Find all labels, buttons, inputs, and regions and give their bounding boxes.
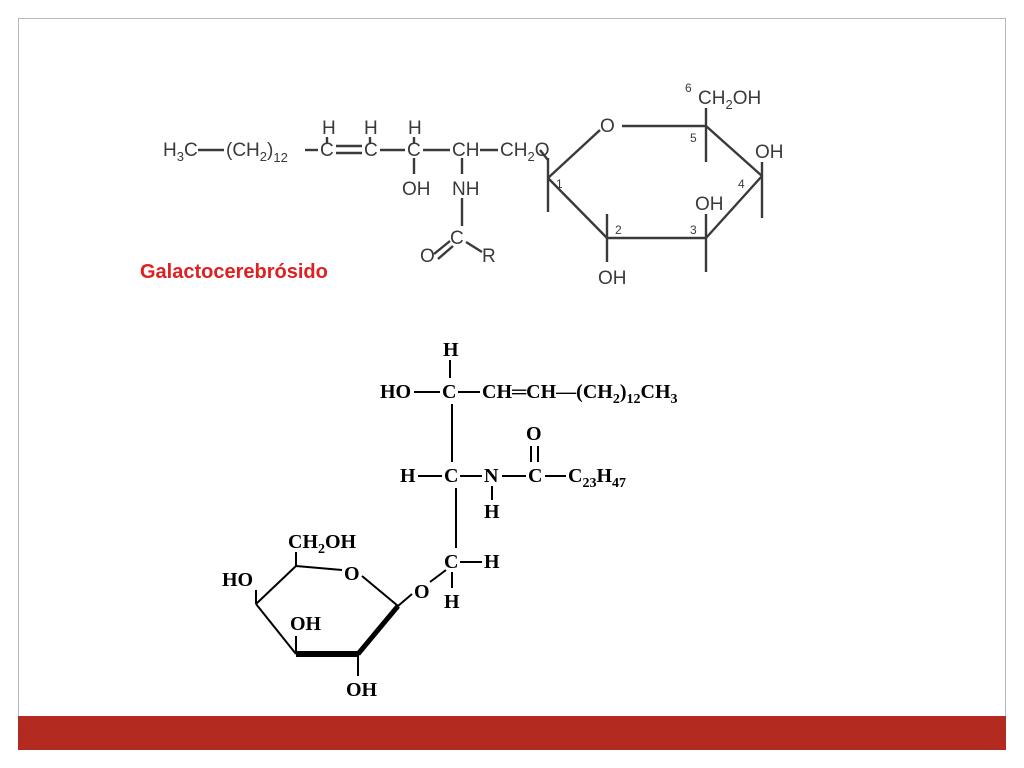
ring-bond-c5-c4: [705, 125, 763, 177]
slide-frame: [18, 18, 1006, 750]
ring-o-label-2: O: [344, 563, 360, 585]
h-left-label: H: [400, 465, 416, 487]
h-right-label: H: [484, 551, 500, 573]
ring-oh-c3: OH: [695, 194, 724, 215]
ring-number-2: 2: [615, 223, 622, 237]
footer-bar: [18, 716, 1006, 750]
oh-label: OH: [402, 179, 431, 200]
ring-number-1: 1: [556, 177, 563, 191]
c2-label: C: [364, 140, 378, 161]
carbonyl-c-label: C: [450, 228, 464, 249]
bond-c1-o-link: [397, 593, 413, 607]
galactocerebroside-structure-2: H HO C CH═CH—(CH2)12CH3 H C N H O C C23H…: [222, 339, 678, 701]
galactocerebroside-structure-1: H3C (CH2)12 C C C CH CH2O H H H OH NH: [140, 81, 784, 289]
h-n-label: H: [484, 501, 500, 523]
sphingosine-chain-label: CH═CH—(CH2)12CH3: [482, 381, 678, 407]
carbonyl-double-b: [437, 245, 454, 260]
ring-number-4: 4: [738, 177, 745, 191]
ring-bond-c2-c1: [547, 177, 608, 239]
ring-bond-c5-c4: [255, 565, 297, 605]
fatty-acid-label: C23H47: [568, 465, 626, 491]
bond-c-r: [465, 240, 483, 254]
c-low-label: C: [444, 551, 458, 573]
bond-c-low-o: [429, 569, 447, 583]
ring-number-3: 3: [690, 223, 697, 237]
o-amide-label: O: [526, 423, 542, 445]
ring-bond-c5-o: [295, 565, 343, 571]
ring-number-5: 5: [690, 131, 697, 145]
c-mid-label: C: [444, 465, 458, 487]
galactocerebroside-caption: Galactocerebrósido: [140, 261, 328, 283]
oh-ring-label: OH: [290, 613, 322, 635]
ho-label: HO: [380, 381, 411, 403]
nh-label: NH: [452, 179, 479, 200]
n-label: N: [484, 465, 499, 487]
ring-bond-o-c1: [361, 575, 399, 607]
h-bottom-label: H: [444, 591, 460, 613]
ring-o-label: O: [600, 116, 615, 137]
oh-bottom-label: OH: [346, 679, 378, 701]
ho-ring-label: HO: [222, 569, 253, 591]
h3c-label: H3C: [163, 140, 198, 164]
h-atom-3: H: [408, 118, 422, 139]
c3-label: C: [407, 140, 421, 161]
ring-bond-c1-o: [547, 129, 601, 179]
ring-ch2oh-label: CH2OH: [698, 88, 761, 112]
ch-label: CH: [452, 140, 479, 161]
ring-bond-c4-c3: [255, 603, 297, 655]
ch2-12-label: (CH2)12: [226, 140, 288, 165]
carbonyl-double-a: [433, 240, 451, 255]
ring-oh-c2: OH: [598, 268, 627, 289]
ch2oh-label: CH2OH: [288, 531, 357, 557]
h-atom-1: H: [322, 118, 336, 139]
c-top-label: C: [442, 381, 456, 403]
ring-number-6: 6: [685, 81, 692, 95]
ring-oh-c4: OH: [755, 142, 784, 163]
r-group-label: R: [482, 246, 496, 267]
h-top-label: H: [443, 339, 459, 361]
ring-bond-c4-c3: [705, 175, 763, 239]
carbonyl-o-label: O: [420, 246, 435, 267]
ring-bond-c2-c1-bold: [356, 604, 400, 656]
h-atom-2: H: [364, 118, 378, 139]
c-amide-label: C: [528, 465, 542, 487]
bond-o-c1: [539, 149, 549, 161]
o-link-label: O: [414, 581, 430, 603]
c1-label: C: [320, 140, 334, 161]
